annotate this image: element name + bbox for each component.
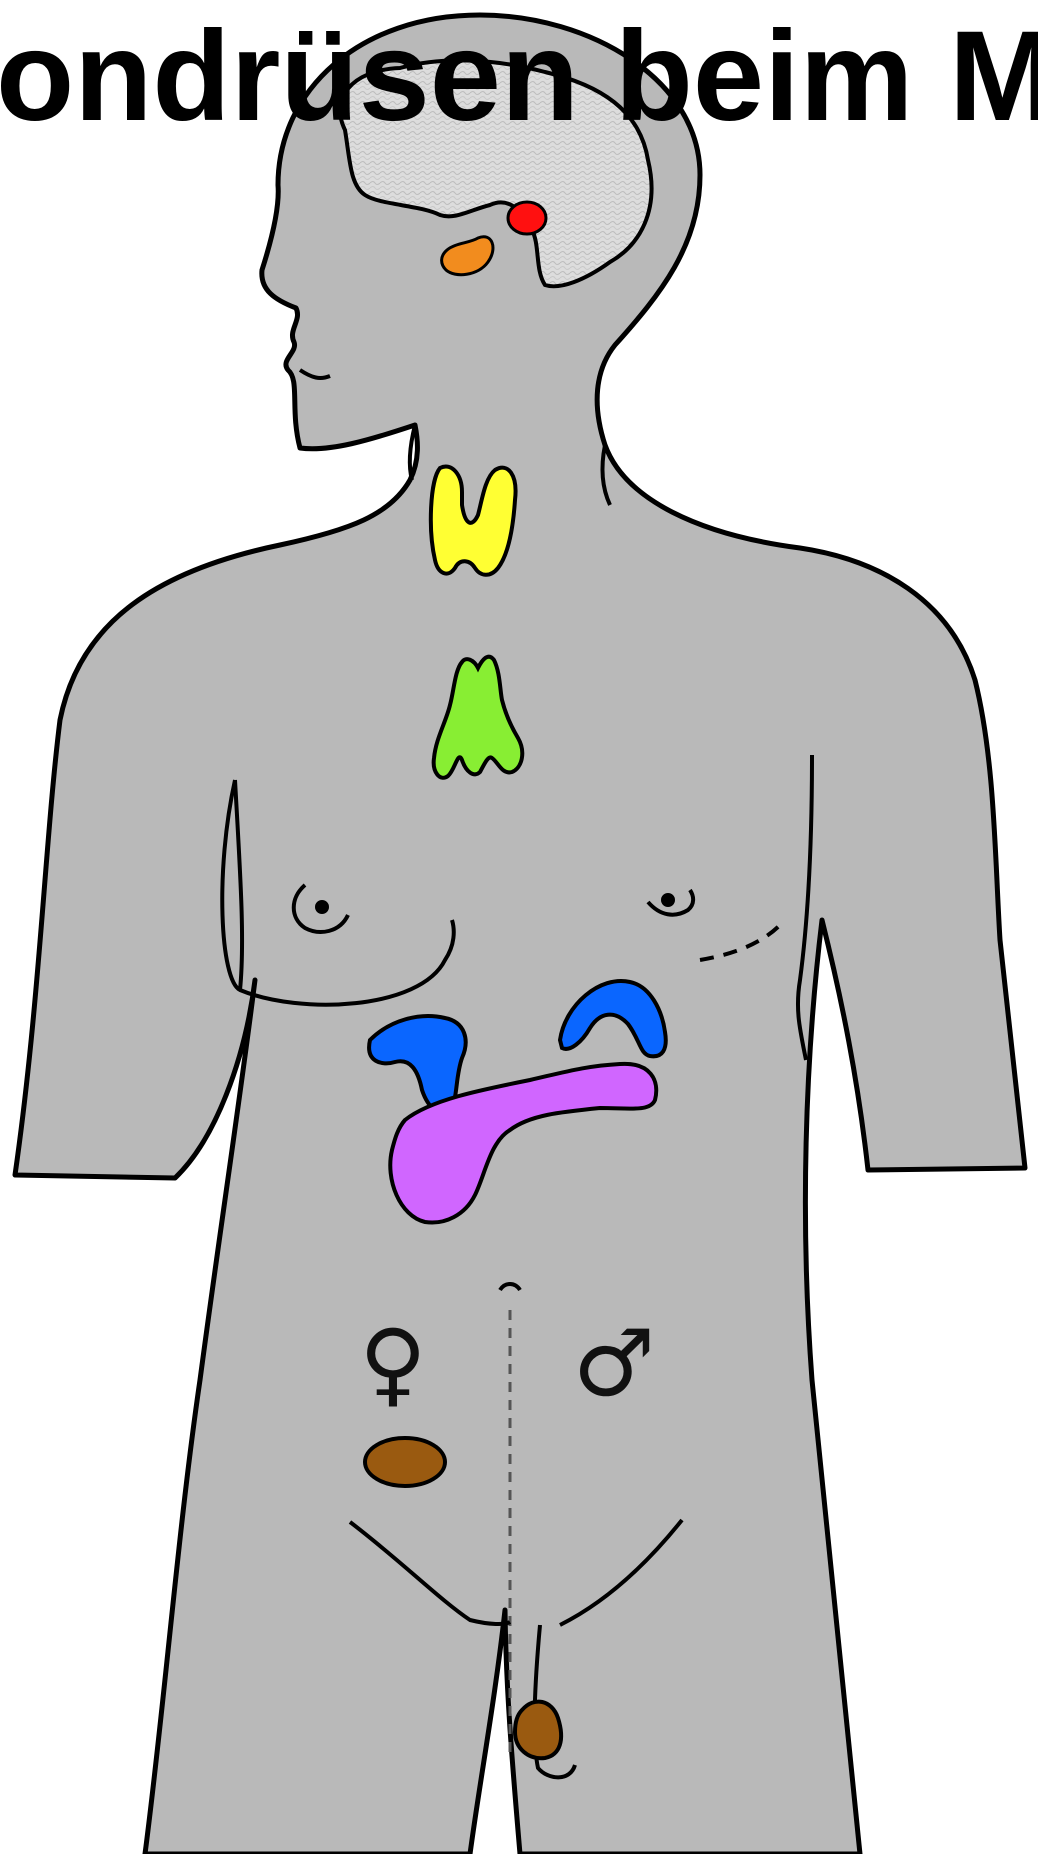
testis	[515, 1702, 561, 1759]
diagram-title: ondrüsen beim M	[0, 5, 1038, 148]
male-symbol: ♂	[573, 1310, 655, 1417]
female-symbol: ♀	[359, 1310, 426, 1417]
pineal-gland	[508, 202, 546, 234]
ovary	[365, 1438, 445, 1486]
